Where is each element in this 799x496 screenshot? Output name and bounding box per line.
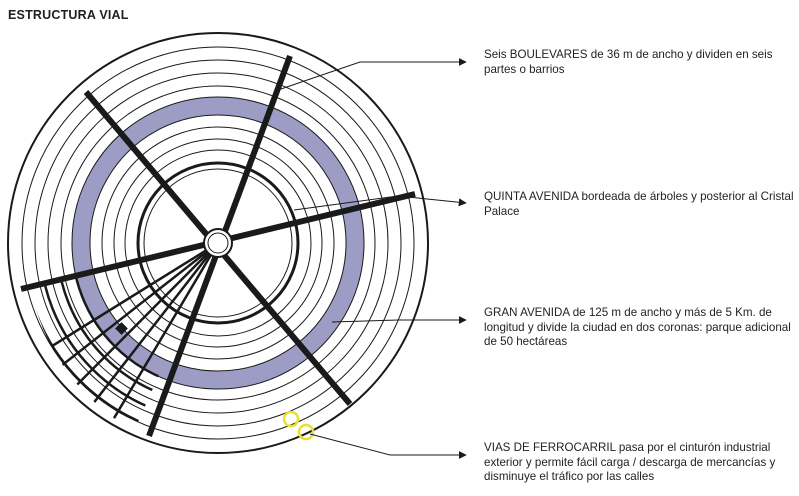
annotation-ferrocarril-head: VIAS DE FERROCARRIL <box>484 441 616 454</box>
annotation-boulevares: Seis BOULEVARES de 36 m de ancho y divid… <box>484 48 796 77</box>
quinta-avenida-ring <box>136 161 300 325</box>
annotation-quinta-avenida-text: bordeada de árboles y posterior al Crist… <box>484 190 794 218</box>
diagram-title: ESTRUCTURA VIAL <box>8 8 129 22</box>
annotation-quinta-avenida-head: QUINTA AVENIDA <box>484 190 579 203</box>
annotation-ferrocarril-text: pasa por el cinturón industrial exterior… <box>484 441 776 483</box>
annotation-gran-avenida-text: de 125 m de ancho y más de 5 Km. de long… <box>484 306 791 348</box>
annotation-ferrocarril: VIAS DE FERROCARRIL pasa por el cinturón… <box>484 441 796 485</box>
annotation-quinta-avenida: QUINTA AVENIDA bordeada de árboles y pos… <box>484 190 796 219</box>
inner-park-ring <box>143 168 293 318</box>
annotation-boulevares-text: de 36 m de ancho y dividen en seis parte… <box>484 48 773 76</box>
railway-highlight <box>282 410 315 441</box>
inner-rings <box>101 126 335 360</box>
gran-avenida-ring <box>71 96 365 390</box>
leader-quinta-avenida <box>293 195 467 211</box>
central-plaza-inner <box>207 232 229 254</box>
leader-ferrocarril <box>309 433 467 459</box>
annotation-gran-avenida: GRAN AVENIDA de 125 m de ancho y más de … <box>484 306 796 350</box>
leader-boulevares <box>277 58 467 91</box>
outer-rings <box>7 32 429 454</box>
annotation-gran-avenida-head: GRAN AVENIDA <box>484 306 570 319</box>
leader-lines <box>277 58 467 459</box>
industrial-block-marker <box>115 322 128 335</box>
leader-gran-avenida <box>331 316 467 324</box>
annotation-boulevares-head: Seis BOULEVARES <box>484 48 588 61</box>
